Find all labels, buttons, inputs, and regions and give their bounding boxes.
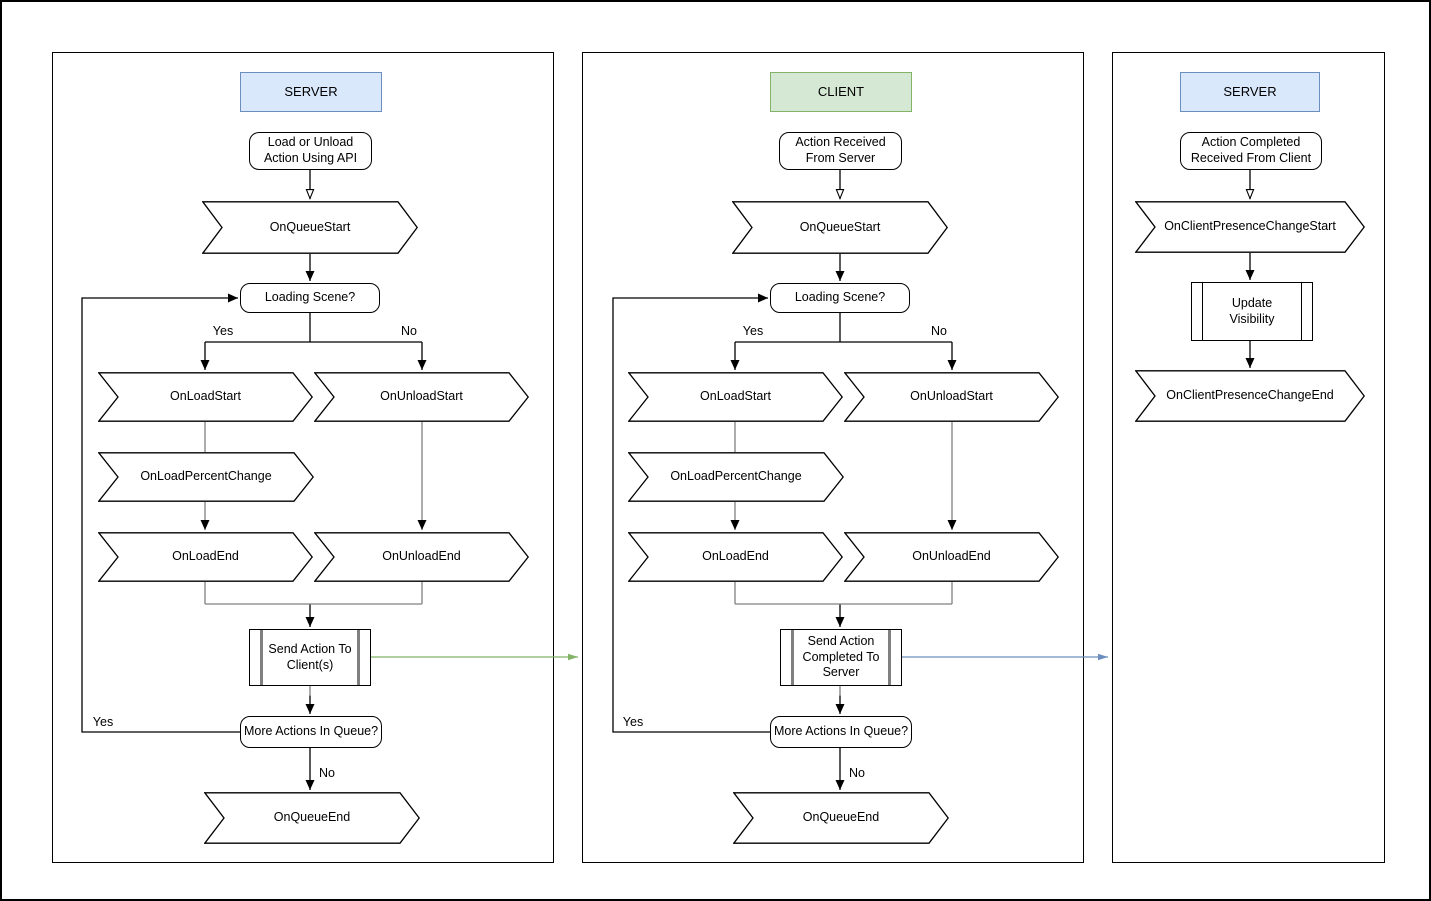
header-label: CLIENT [817,83,865,99]
node-action-received-from-server: Action Received From Server [779,132,902,170]
node-onloadstart-client: OnLoadStart [628,372,843,422]
connector-merge [204,582,423,605]
node-onclientpresencechangestart: OnClientPresenceChangeStart [1135,201,1365,253]
node-label: Action Completed Received From Client [1190,135,1312,165]
node-label: OnUnloadStart [380,389,463,404]
node-label: Loading Scene? [794,290,886,305]
node-onclientpresencechangeend: OnClientPresenceChangeEnd [1135,370,1365,422]
node-label: OnClientPresenceChangeEnd [1166,388,1334,403]
node-send-action-to-clients: Send Action To Client(s) [249,629,371,686]
panel-server-queue-frame [52,52,554,863]
node-update-visibility: Update Visibility [1191,282,1313,341]
node-label: OnUnloadEnd [912,549,991,564]
header-label: SERVER [284,83,338,99]
node-action-completed-received-from-client: Action Completed Received From Client [1180,132,1322,170]
node-onqueueend-client: OnQueueEnd [733,792,949,844]
node-onqueuestart-server: OnQueueStart [202,201,418,254]
node-label: Load or Unload Action Using API [263,135,358,165]
node-onloadpercentchange-client: OnLoadPercentChange [628,452,844,502]
node-label: OnLoadPercentChange [670,469,802,484]
node-onunloadstart-server: OnUnloadStart [314,372,529,422]
step-shape [314,372,529,422]
node-label: OnQueueEnd [273,810,351,825]
node-loading-scene-client: Loading Scene? [770,283,910,313]
step-shape [98,372,313,422]
step-shape [732,201,948,254]
connector [205,313,422,343]
step-shape [202,201,418,254]
node-label: OnLoadStart [170,389,241,404]
edge-label-no-exit: No [849,766,865,780]
node-onunloadend-server: OnUnloadEnd [314,532,529,582]
node-label: Action Received From Server [795,135,886,165]
header-server-queue: SERVER [240,72,382,112]
node-more-actions-server: More Actions In Queue? [240,716,382,748]
node-send-action-completed-to-server: Send Action Completed To Server [780,629,902,686]
node-onunloadend-client: OnUnloadEnd [844,532,1059,582]
node-label: OnQueueStart [269,219,351,234]
step-shape [628,372,843,422]
node-label: OnQueueEnd [802,810,880,825]
edge-label-yes-loop: Yes [622,715,644,729]
connector-loop-yes [612,293,770,733]
header-label: SERVER [1223,83,1277,99]
node-onloadstart-server: OnLoadStart [98,372,313,422]
node-label: OnLoadEnd [702,549,769,564]
node-onqueuestart-client: OnQueueStart [732,201,948,254]
node-onloadend-client: OnLoadEnd [628,532,843,582]
step-shape [844,372,1059,422]
step-shape [1135,201,1365,253]
panel-server-presence-frame [1112,52,1385,863]
node-onloadpercentchange-server: OnLoadPercentChange [98,452,314,502]
node-onqueueend-server: OnQueueEnd [204,792,420,844]
node-label: OnLoadPercentChange [140,469,272,484]
header-client-queue: CLIENT [770,72,912,112]
node-load-or-unload-action: Load or Unload Action Using API [249,132,372,170]
node-label: More Actions In Queue? [773,724,909,739]
step-shape [1135,370,1365,422]
node-onloadend-server: OnLoadEnd [98,532,313,582]
node-onunloadstart-client: OnUnloadStart [844,372,1059,422]
node-label: OnQueueStart [799,219,881,234]
connector [735,313,952,343]
panel-client-queue-frame [582,52,1084,863]
node-label: Send Action Completed To Server [802,634,880,680]
edge-label-no-exit: No [319,766,335,780]
step-shape [628,532,843,582]
node-label: OnUnloadStart [910,389,993,404]
node-label: Send Action To Client(s) [268,641,352,672]
node-label: OnLoadStart [700,389,771,404]
step-shape [733,792,949,844]
node-label: More Actions In Queue? [243,724,379,739]
node-label: OnUnloadEnd [382,549,461,564]
step-shape [98,532,313,582]
node-more-actions-client: More Actions In Queue? [770,716,912,748]
edge-label-yes-loop: Yes [92,715,114,729]
edge-label-no-branch: No [401,324,417,338]
node-label: OnLoadEnd [172,549,239,564]
step-shape [314,532,529,582]
node-label: Loading Scene? [264,290,356,305]
connector-loop-yes [81,293,240,733]
connector-merge [734,582,953,605]
header-server-presence: SERVER [1180,72,1320,112]
node-loading-scene-server: Loading Scene? [240,283,380,313]
step-shape [844,532,1059,582]
step-shape [204,792,420,844]
edge-label-yes-branch: Yes [212,324,234,338]
edge-label-no-branch: No [931,324,947,338]
node-label: OnClientPresenceChangeStart [1164,219,1336,234]
node-label: Update Visibility [1229,295,1275,326]
step-shape [98,452,314,502]
edge-label-yes-branch: Yes [742,324,764,338]
step-shape [628,452,844,502]
